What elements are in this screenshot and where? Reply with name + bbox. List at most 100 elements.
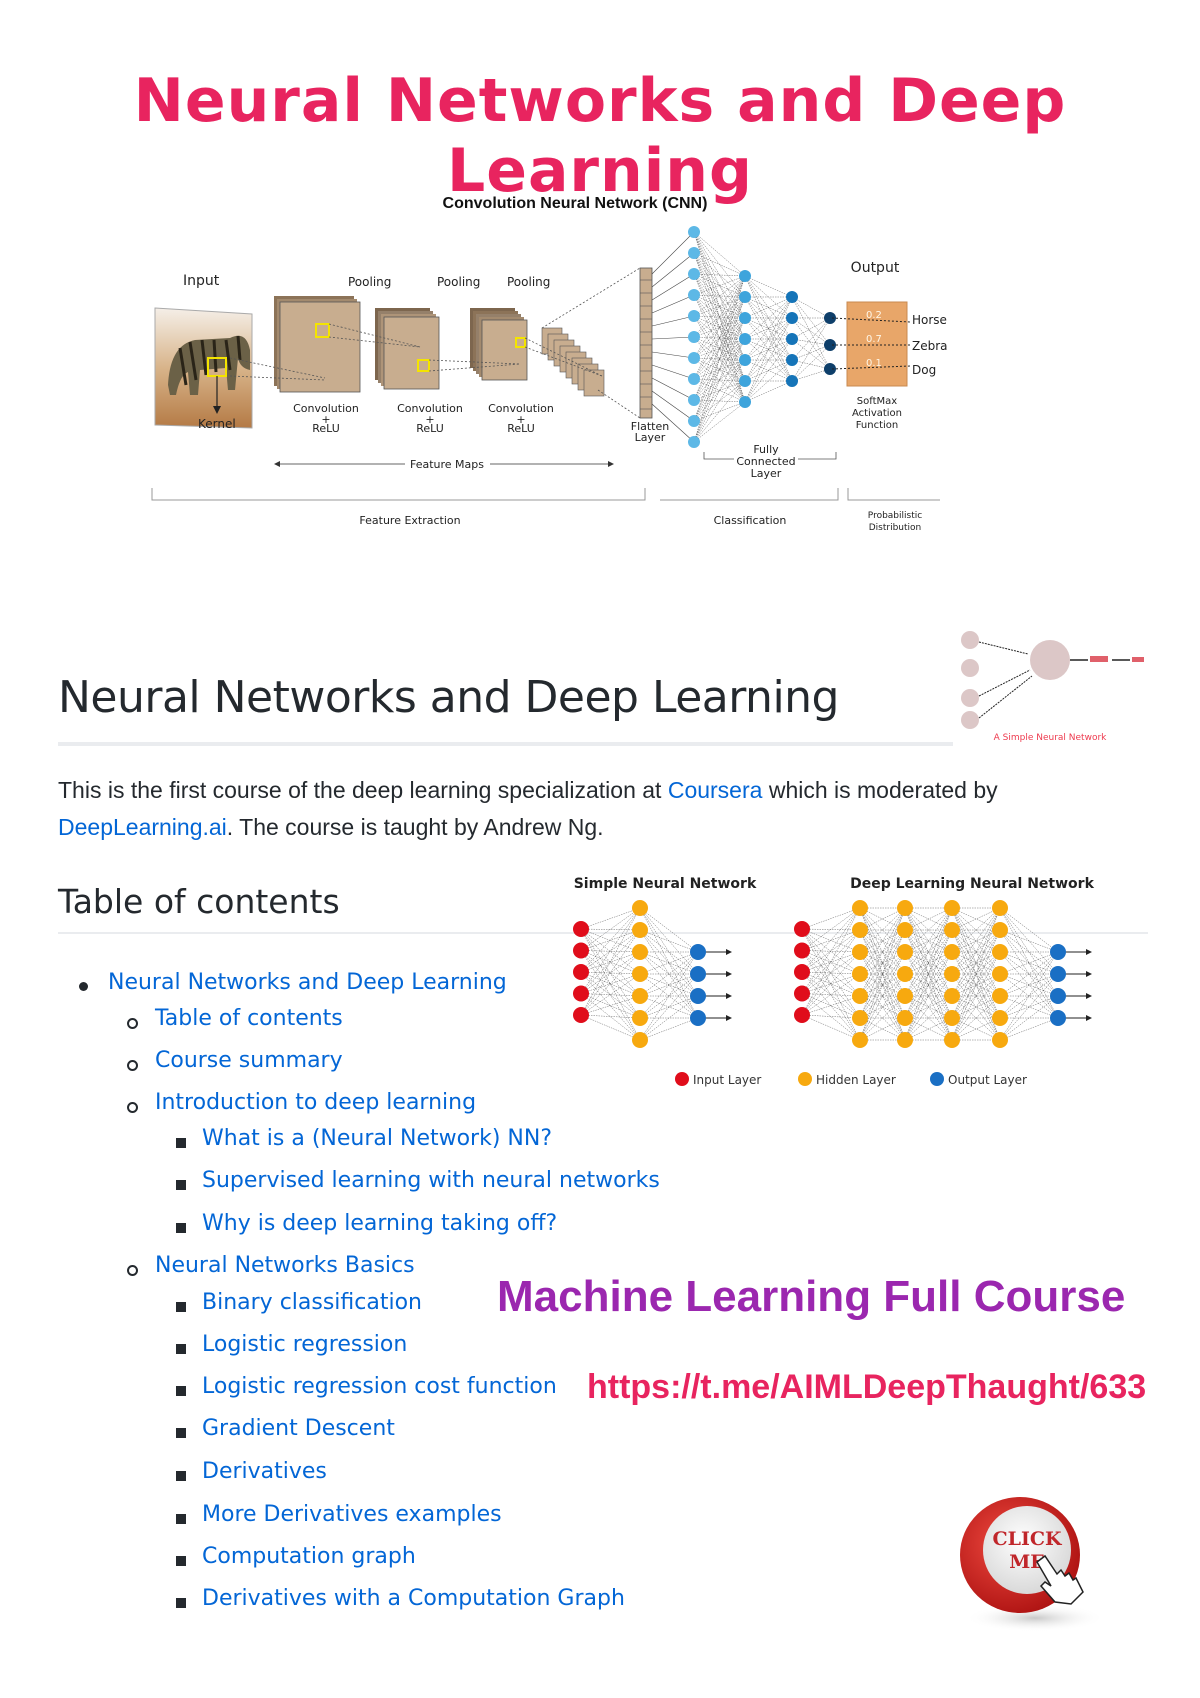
toc-link[interactable]: Neural Networks and Deep Learning bbox=[108, 970, 507, 995]
arrow-right-icon bbox=[1086, 971, 1092, 977]
fc-neuron bbox=[688, 289, 700, 301]
fc-neuron bbox=[786, 333, 798, 345]
bullet-square-icon bbox=[176, 1428, 186, 1438]
zebra-input-image bbox=[154, 307, 253, 429]
promo-link[interactable]: https://t.me/AIMLDeepThaught/633 bbox=[587, 1368, 1147, 1406]
toc-link[interactable]: Introduction to deep learning bbox=[155, 1090, 477, 1115]
toc-link[interactable]: Table of contents bbox=[155, 1006, 343, 1031]
toc-link[interactable]: What is a (Neural Network) NN? bbox=[202, 1126, 553, 1151]
bullet-square-icon bbox=[176, 1598, 186, 1608]
conv-plus-2: + bbox=[425, 413, 434, 426]
hidden-neuron bbox=[944, 922, 960, 938]
bullet-square-icon bbox=[176, 1556, 186, 1566]
toc-link[interactable]: Logistic regression bbox=[202, 1332, 408, 1357]
section-probabilistic-2: Distribution bbox=[869, 523, 922, 533]
output-neuron bbox=[690, 988, 706, 1004]
toc-link[interactable]: Derivatives bbox=[202, 1459, 327, 1484]
simple-nn-title: Simple Neural Network bbox=[574, 876, 757, 892]
intro-paragraph: This is the first course of the deep lea… bbox=[58, 772, 1058, 846]
conv-block-1 bbox=[274, 296, 361, 393]
fc-neuron bbox=[688, 268, 700, 280]
cnn-title: Convolution Neural Network (CNN) bbox=[443, 195, 708, 212]
coursera-link[interactable]: Coursera bbox=[667, 777, 763, 803]
class-label-dog: Dog bbox=[912, 363, 936, 377]
fc-connections bbox=[651, 231, 831, 443]
pooling-label-3: Pooling bbox=[507, 275, 550, 289]
softmax-value-zebra: 0.7 bbox=[866, 334, 882, 345]
output-neuron bbox=[824, 312, 836, 324]
legend-swatch-output bbox=[930, 1072, 944, 1086]
legend-label-output: Output Layer bbox=[948, 1073, 1027, 1087]
hidden-neuron bbox=[852, 922, 868, 938]
hidden-neuron bbox=[852, 944, 868, 960]
fc-neuron bbox=[739, 375, 751, 387]
input-neuron bbox=[794, 964, 810, 980]
bullet-square-icon bbox=[176, 1138, 186, 1148]
hidden-neuron bbox=[632, 1010, 648, 1026]
intro-text-2: which is moderated by bbox=[762, 777, 998, 803]
toc-link[interactable]: Why is deep learning taking off? bbox=[202, 1211, 558, 1236]
toc-link[interactable]: Supervised learning with neural networks bbox=[202, 1168, 660, 1193]
softmax-box bbox=[846, 301, 908, 387]
hidden-neuron bbox=[852, 1032, 868, 1048]
input-neuron bbox=[573, 921, 589, 937]
fc-neuron bbox=[688, 373, 700, 385]
intro-text-3: . The course is taught by Andrew Ng. bbox=[226, 814, 604, 840]
hidden-neuron bbox=[632, 966, 648, 982]
hidden-neuron bbox=[897, 944, 913, 960]
bullet-square-icon bbox=[176, 1471, 186, 1481]
class-label-horse: Horse bbox=[912, 313, 947, 327]
conv-label-2: Convolution bbox=[397, 402, 463, 415]
hidden-neuron bbox=[632, 1032, 648, 1048]
hidden-neuron bbox=[992, 988, 1008, 1004]
legend-swatch-input bbox=[675, 1072, 689, 1086]
hidden-neuron bbox=[897, 900, 913, 916]
toc-link[interactable]: Gradient Descent bbox=[202, 1416, 395, 1441]
relu-label-3: ReLU bbox=[507, 422, 535, 435]
output-neuron bbox=[824, 339, 836, 351]
conv-plus-1: + bbox=[321, 413, 330, 426]
arrow-right-icon bbox=[726, 949, 732, 955]
input-neuron bbox=[573, 942, 589, 959]
bullet-circle-icon bbox=[127, 1018, 138, 1029]
toc-link[interactable]: Neural Networks Basics bbox=[155, 1253, 415, 1278]
fc-neuron bbox=[739, 396, 751, 408]
hand-pointer-icon bbox=[1036, 1554, 1084, 1605]
section-feature-extraction: Feature Extraction bbox=[359, 514, 460, 527]
fc-label-3: Layer bbox=[751, 467, 782, 480]
toc-link[interactable]: Course summary bbox=[155, 1048, 343, 1073]
legend-label-input: Input Layer bbox=[693, 1073, 761, 1087]
output-neuron bbox=[824, 363, 836, 375]
hidden-neuron bbox=[992, 900, 1008, 916]
fc-neuron bbox=[739, 270, 751, 282]
fc-neuron bbox=[739, 312, 751, 324]
bullet-disc-icon bbox=[79, 982, 88, 991]
hidden-neuron bbox=[852, 966, 868, 982]
click-me-button[interactable]: CLICK ME bbox=[945, 1490, 1115, 1640]
output-neuron bbox=[1050, 944, 1066, 960]
input-neuron bbox=[794, 985, 810, 1002]
hidden-neuron bbox=[897, 1032, 913, 1048]
nn-comparison-diagram: Simple Neural Network Deep Learning Neur… bbox=[573, 876, 1095, 1087]
toc-link[interactable]: Computation graph bbox=[202, 1544, 416, 1569]
hidden-neuron bbox=[992, 944, 1008, 960]
flatten-layer bbox=[639, 267, 653, 419]
promo-title: Machine Learning Full Course bbox=[497, 1272, 1126, 1321]
bullet-circle-icon bbox=[127, 1060, 138, 1071]
toc-link[interactable]: Logistic regression cost function bbox=[202, 1374, 557, 1399]
bullet-square-icon bbox=[176, 1180, 186, 1190]
toc-link[interactable]: Derivatives with a Computation Graph bbox=[202, 1586, 625, 1611]
simple-neural-network-thumbnail: A Simple Neural Network bbox=[961, 631, 1144, 743]
bullet-square-icon bbox=[176, 1302, 186, 1312]
conv-block-2 bbox=[375, 308, 440, 390]
toc-link[interactable]: Binary classification bbox=[202, 1290, 422, 1315]
deeplearning-ai-link[interactable]: DeepLearning.ai bbox=[58, 814, 227, 840]
me-label: ME bbox=[1009, 1551, 1045, 1573]
fc-neuron bbox=[688, 331, 700, 343]
hidden-neuron bbox=[632, 900, 648, 916]
toc-link[interactable]: More Derivatives examples bbox=[202, 1502, 502, 1527]
banner-title: Neural Networks and Deep Learning bbox=[133, 66, 1067, 206]
hidden-neuron bbox=[897, 988, 913, 1004]
conv-plus-3: + bbox=[516, 413, 525, 426]
section-probabilistic-1: Probabilistic bbox=[868, 511, 922, 521]
